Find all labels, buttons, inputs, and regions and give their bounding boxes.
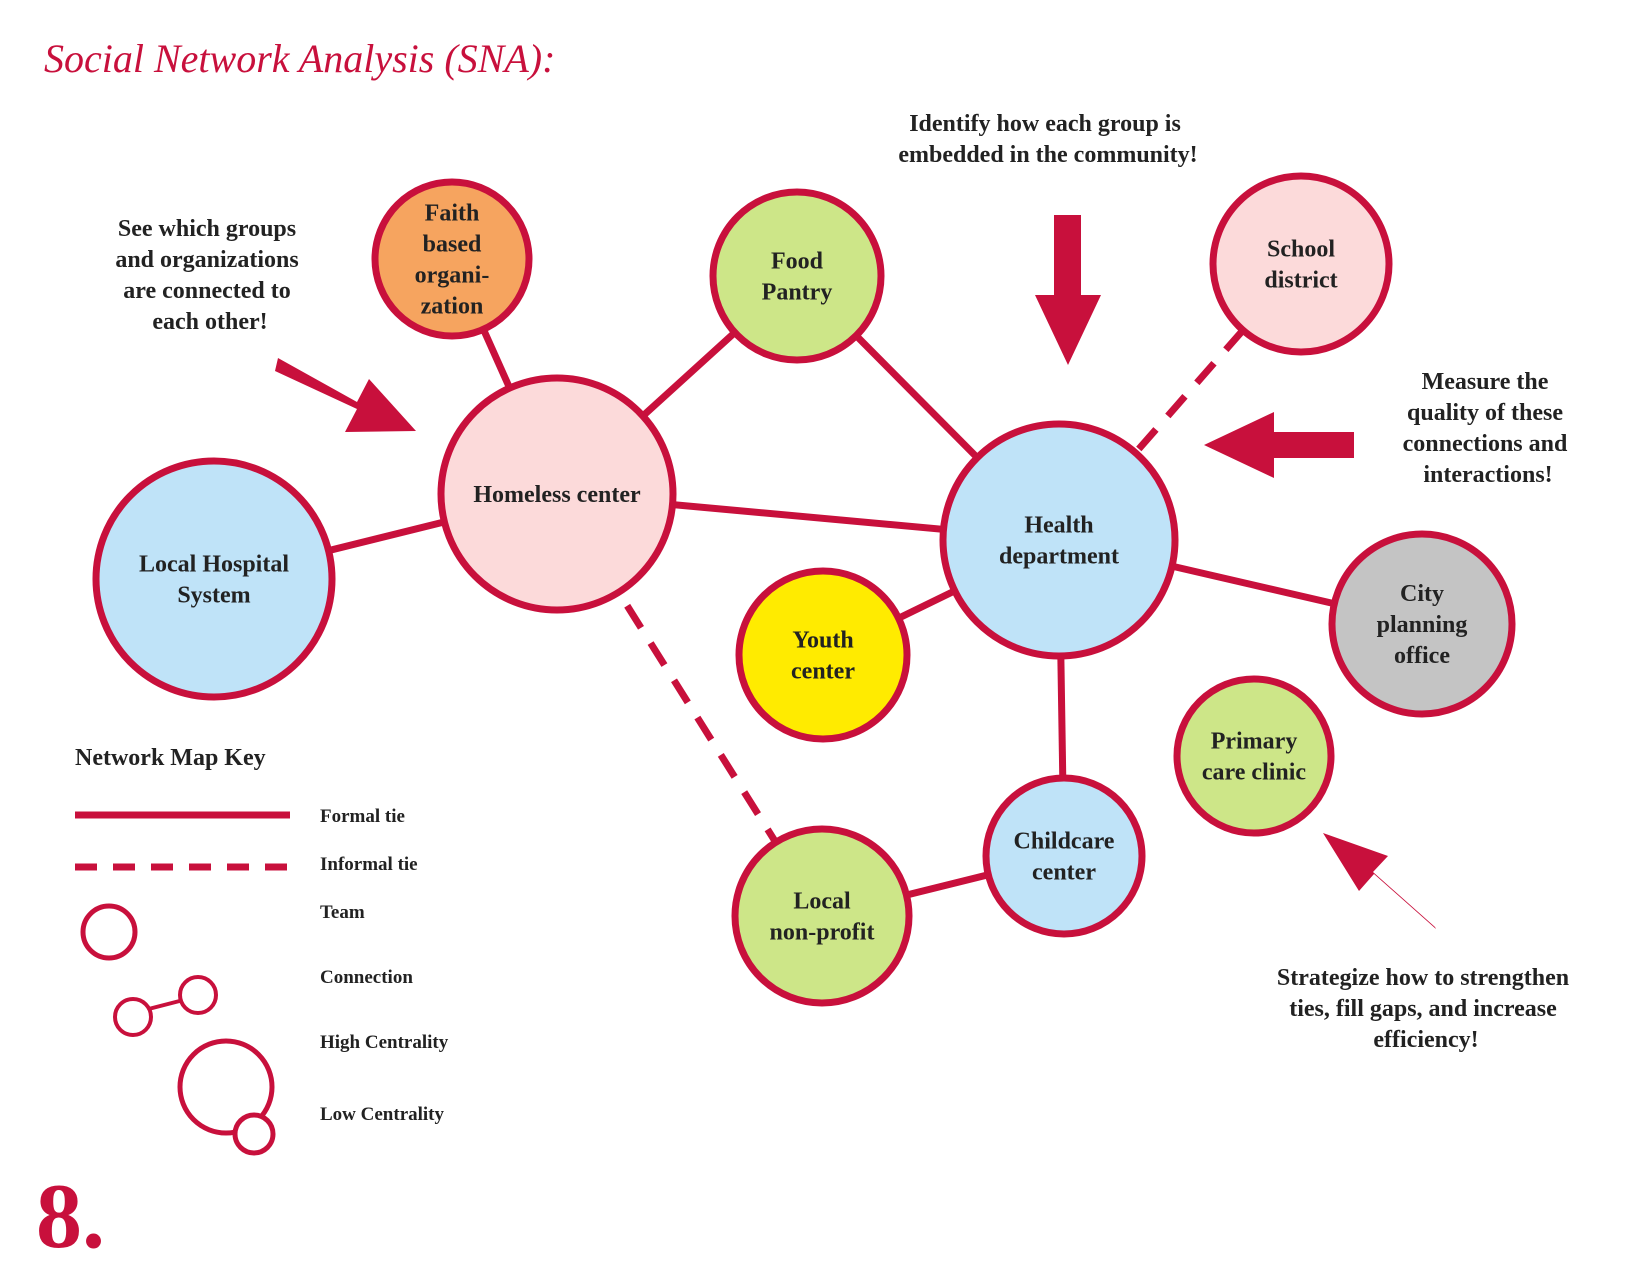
node-food-circle (709, 188, 885, 364)
node-youth-circle (735, 567, 911, 743)
page-number: 8. (36, 1165, 105, 1267)
svg-text:Identify how each group is: Identify how each group is embedded in t… (898, 111, 1197, 168)
page-title: Social Network Analysis (SNA): (44, 36, 555, 81)
key-informal-label: Informal tie (320, 854, 418, 875)
arrow-down-icon (1035, 215, 1101, 365)
network-map-key: Network Map Key Formal tie Informal tie … (75, 745, 449, 1156)
key-connection-label: Connection (320, 967, 413, 988)
annotation-quality: Measure the quality of these connections… (1204, 369, 1574, 488)
annotation-connected-line: See which groups and organizations are c… (115, 216, 304, 335)
node-homeless-circle (437, 374, 677, 614)
arrow-left-icon (1204, 412, 1354, 478)
node-faith-circle (371, 178, 533, 340)
arrow-down-right-icon (275, 358, 416, 432)
key-low-centrality-label: Low Centrality (320, 1104, 445, 1125)
node-primary-circle (1173, 675, 1335, 837)
key-title: Network Map Key (75, 745, 266, 771)
key-formal-label: Formal tie (320, 806, 405, 827)
annotation-connected: See which groups and organizations are c… (115, 216, 416, 432)
key-team-icon (80, 903, 138, 961)
annotation-strategize: Strategize how to strengthen ties, fill … (1277, 833, 1575, 1053)
node-childcare-circle (982, 774, 1146, 938)
key-high-centrality-label: High Centrality (320, 1032, 449, 1053)
node-hospital-circle (92, 457, 336, 701)
node-city-circle (1328, 530, 1516, 718)
arrow-up-left-icon (1323, 833, 1436, 929)
key-centrality-icon (177, 1038, 276, 1156)
node-nonprofit-circle (731, 825, 913, 1007)
node-school-circle (1209, 172, 1393, 356)
node-homeless: Homeless center (437, 374, 677, 614)
node-homeless-label: Homeless center (473, 482, 641, 508)
key-connection-icon (113, 975, 218, 1037)
key-team-label: Team (320, 902, 365, 923)
svg-text:Measure the quality of t: Measure the quality of these connections… (1403, 369, 1574, 488)
annotation-embedded: Identify how each group is embedded in t… (898, 111, 1198, 365)
svg-text:Strategize how to strengthen: Strategize how to strengthen ties, fill … (1277, 965, 1575, 1053)
node-health-circle (939, 420, 1179, 660)
